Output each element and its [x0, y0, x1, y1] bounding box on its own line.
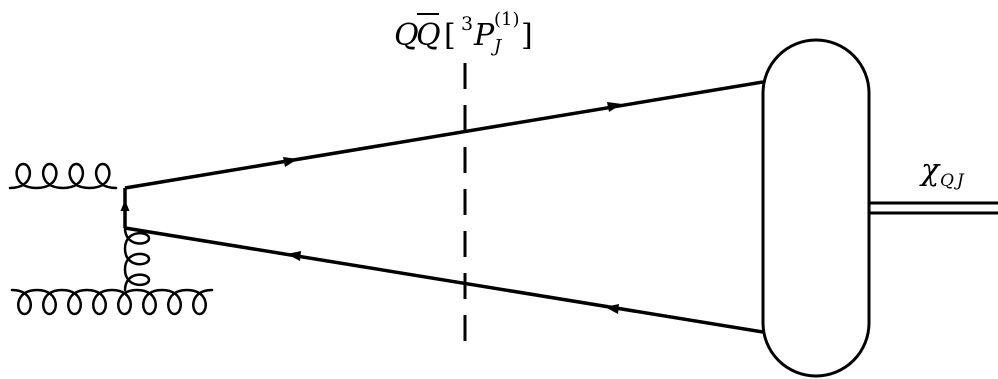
output-state-label: χ QJ — [919, 153, 967, 191]
exchanged-gluon — [123, 226, 151, 292]
arrow-right-icon — [607, 102, 622, 112]
quark-line-upper — [124, 80, 764, 190]
antiquark-line-lower — [124, 226, 764, 334]
output-label-chi: χ — [919, 153, 941, 188]
cut-state-label: Q Q [ 3 P (1) J ] — [394, 9, 533, 57]
cut-label-spin-superscript: 3 — [461, 13, 473, 35]
incoming-gluon-top — [8, 162, 118, 190]
cut-label-qbar: Q — [416, 18, 441, 53]
arrow-left-icon — [605, 304, 619, 314]
output-label-subscript: QJ — [940, 171, 967, 191]
cut-label-j-subscript: J — [490, 36, 503, 57]
cut-label-q: Q — [394, 18, 419, 53]
cut-label-bracket-open: [ — [444, 18, 456, 53]
cut-label-p: P — [473, 18, 495, 53]
cut-label-color-superscript: (1) — [494, 9, 520, 30]
cut-label-bracket-close: ] — [521, 18, 533, 53]
arrow-left-icon — [287, 251, 301, 261]
arrow-up-icon — [120, 200, 130, 211]
incoming-gluon-bottom — [10, 288, 214, 316]
bound-state-blob — [761, 38, 871, 378]
arrow-right-icon — [283, 157, 298, 167]
